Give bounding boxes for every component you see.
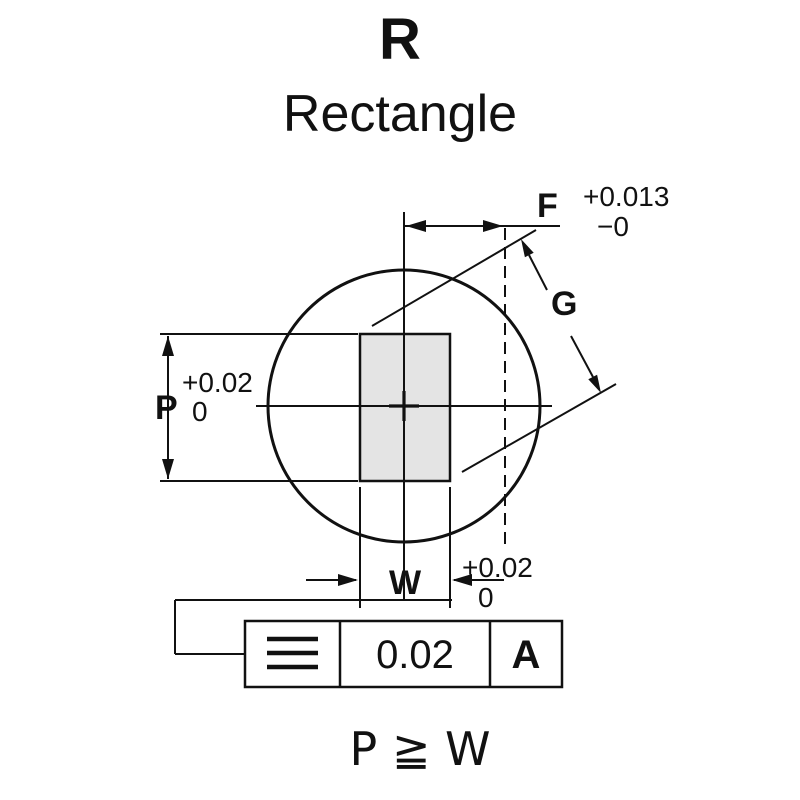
f-dimension: F +0.013 −0 — [404, 181, 669, 242]
g-extension-upper — [371, 229, 537, 327]
p-arrow-down-icon — [162, 459, 174, 479]
f-arrow-left-icon — [406, 220, 426, 232]
p-arrow-up-icon — [162, 336, 174, 356]
center-cross — [389, 391, 419, 421]
w-tolerance-plus: +0.02 — [462, 552, 533, 583]
f-tolerance-minus: −0 — [597, 211, 629, 242]
shape-name: Rectangle — [282, 85, 518, 143]
w-arrow-left-icon — [338, 574, 358, 586]
w-dimension: W +0.02 0 — [306, 487, 533, 613]
shape-letter: R — [379, 7, 421, 72]
datum-leader — [174, 599, 452, 655]
g-dimension-line-lower — [570, 335, 594, 378]
constraint-note: P ≧ W — [349, 722, 491, 776]
g-label: G — [551, 285, 577, 323]
p-label: P — [155, 389, 178, 427]
fcf-datum-reference: A — [512, 633, 541, 677]
g-arrow-lower-icon — [588, 374, 601, 393]
f-tolerance-plus: +0.013 — [583, 181, 669, 212]
symmetry-icon — [267, 636, 318, 670]
g-dimension: G — [371, 229, 617, 473]
p-dimension: P +0.02 0 — [155, 333, 358, 482]
w-tolerance-zero: 0 — [478, 582, 494, 613]
p-tolerance-zero: 0 — [192, 396, 208, 427]
shank-circle — [266, 268, 542, 544]
f-arrow-right-icon — [483, 220, 503, 232]
g-extension-lower — [461, 383, 617, 473]
g-dimension-line-upper — [528, 254, 548, 291]
g-arrow-upper-icon — [521, 239, 534, 258]
p-tolerance-plus: +0.02 — [182, 367, 253, 398]
w-label: W — [389, 564, 422, 602]
fcf-tolerance-value: 0.02 — [376, 633, 454, 677]
f-label: F — [537, 187, 558, 225]
w-arrow-right-icon — [452, 574, 472, 586]
feature-control-frame: 0.02 A — [243, 619, 564, 689]
